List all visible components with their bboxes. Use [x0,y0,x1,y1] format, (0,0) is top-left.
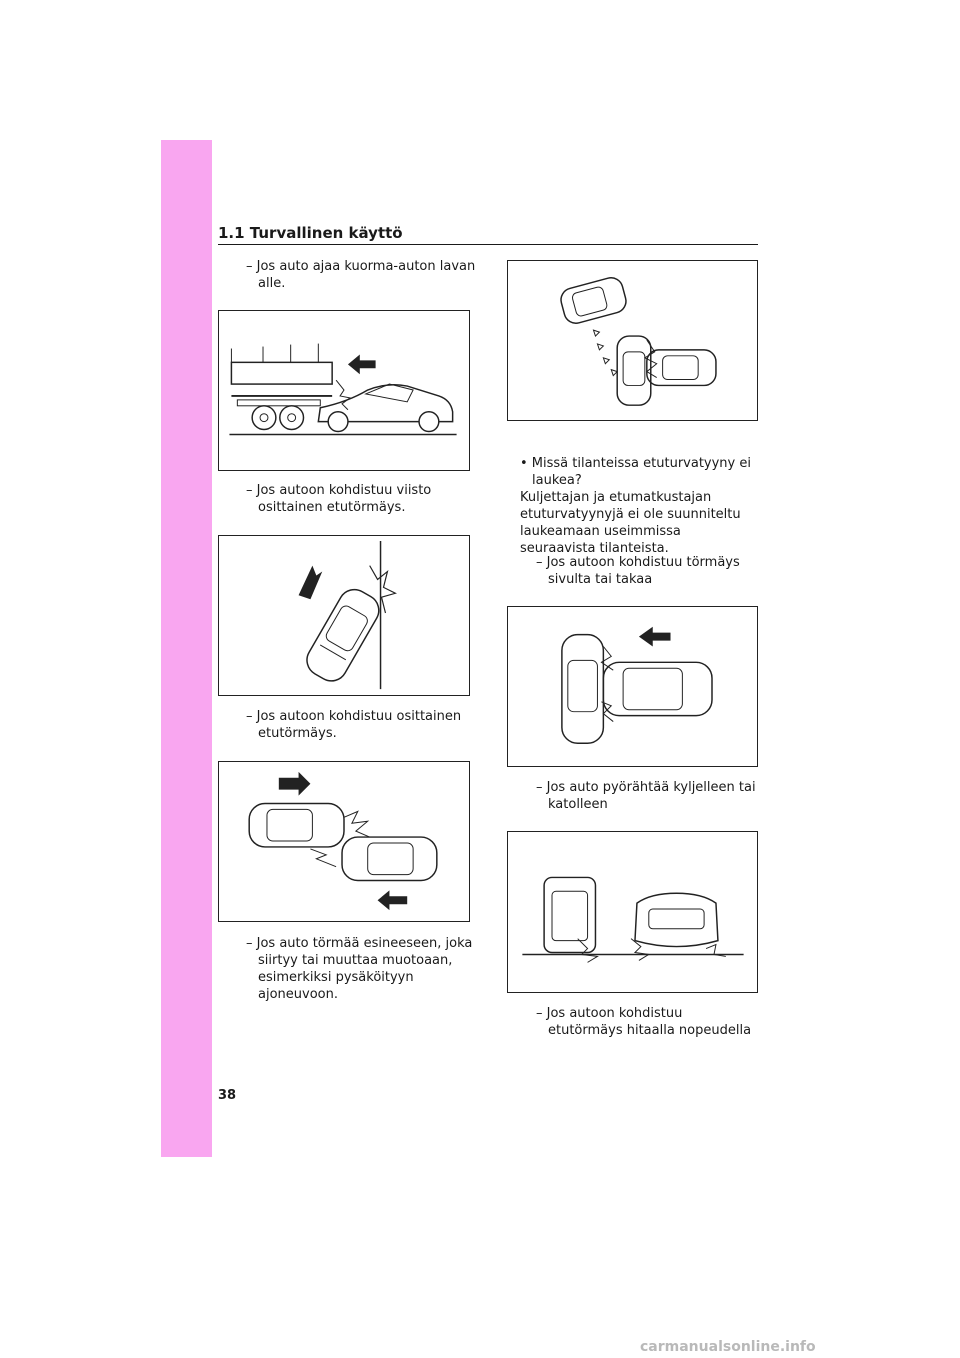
section-color-tab [161,140,212,1157]
partial-collision-illustration [248,771,438,911]
caption-truck: – Jos auto ajaa kuorma-auton lavan alle. [246,259,476,291]
truck-underride-illustration [229,343,457,436]
watermark: carmanualsonline.info [640,1339,816,1355]
figure-partial-collision [218,761,470,922]
figure-side-collision [507,606,758,767]
corner-collision-illustration [560,277,717,406]
caption-oblique: – Jos autoon kohdistuu viisto osittainen… [246,483,432,515]
caption-low-speed: – Jos autoon kohdistuu etutörmäys hitaal… [536,1006,752,1038]
page-number: 38 [218,1088,237,1103]
caption-side-rear: – Jos autoon kohdistuu törmäys sivulta t… [536,555,740,587]
bullet-title: • Missä tilanteissa etuturvatyyny ei lau… [520,456,751,488]
header-rule [218,244,758,245]
figure-oblique-collision [218,535,470,696]
figure-rollover [507,831,758,993]
rollover-illustration [522,876,744,963]
caption-object: – Jos auto törmää esineeseen, joka siirt… [246,936,473,1002]
bullet-body: Kuljettajan ja etumatkustajan etuturvaty… [520,490,741,556]
caption-partial: – Jos autoon kohdistuu osittainen etutör… [246,709,462,741]
section-header: 1.1 Turvallinen käyttö [218,224,403,242]
side-collision-illustration [561,626,713,745]
figure-corner-collision [507,260,758,421]
caption-rollover: – Jos auto pyörähtää kyljelleen tai kato… [536,780,756,812]
figure-truck-underride [218,310,470,471]
oblique-collision-illustration [298,540,397,690]
